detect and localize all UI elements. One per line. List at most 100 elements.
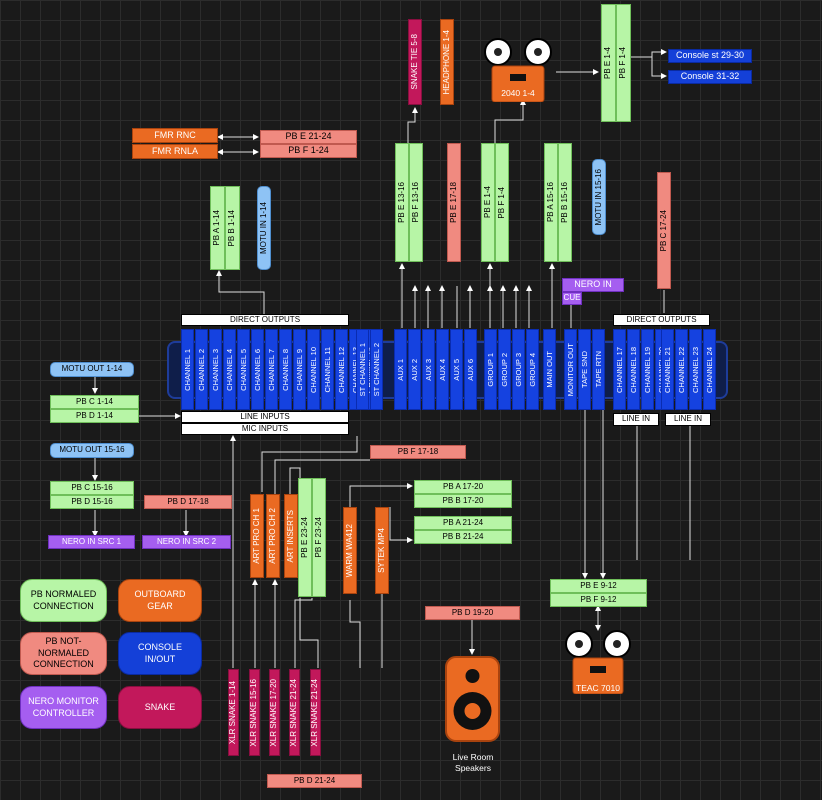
st-channel-strip: ST CHANNEL 1 ST CHANNEL 2 [356,329,383,410]
console-group-label: GROUP 4 [528,352,537,387]
pb-e-17-18: PB E 17-18 [447,143,461,262]
console-channel-b1-1: CHANNEL 17 [613,329,626,410]
console-monitor-tape-1: MONITOR OUT [564,329,577,410]
pb-e-9-12: PB E 9-12 [550,579,647,593]
legend-pb-not-normaled: PB NOT-NORMALED CONNECTION [20,632,107,675]
console-st-channel-1: ST CHANNEL 1 [356,329,369,410]
console-group-4: GROUP 4 [526,329,539,410]
console-channel-label: CHANNEL 5 [239,348,248,391]
pb-f-1-4-mid: PB F 1-4 [495,143,509,262]
console-channel-b2-3: CHANNEL 23 [689,329,702,410]
tape-2040-label: 2040 1-4 [501,88,535,98]
console-channel-label: CHANNEL 2 [197,348,206,391]
live-room-speakers-label: Live Room Speakers [452,752,494,774]
art-pro-ch-2: ART PRO CH 2 [266,494,280,578]
fmr-rnc: FMR RNC [132,128,218,143]
console-main-out-label: MAIN OUT [545,351,554,388]
console-aux-label: AUX 6 [466,358,475,381]
pb-f-23-24: PB F 23-24 [312,478,326,597]
pb-e-21-24: PB E 21-24 [260,130,357,144]
pb-a-17-20: PB A 17-20 [414,480,512,494]
legend-nero-monitor: NERO MONITOR CONTROLLER [20,686,107,729]
console-st-channel-label: ST CHANNEL 2 [372,342,381,397]
nero-in-src-2: NERO IN SRC 2 [142,535,231,549]
pb-b-1-14: PB B 1-14 [225,186,240,270]
console-channel-label: CHANNEL 12 [337,346,346,393]
console-aux-label: AUX 5 [452,358,461,381]
console-channel-4: CHANNEL 4 [223,329,236,410]
console-channel-5: CHANNEL 5 [237,329,250,410]
pb-d-15-16: PB D 15-16 [50,495,134,509]
pb-e-1-4-mid: PB E 1-4 [481,143,495,262]
console-st-29-30: Console st 29-30 [668,49,752,63]
console-aux-3: AUX 3 [422,329,435,410]
console-group-1: GROUP 1 [484,329,497,410]
nero-in-src-1: NERO IN SRC 1 [48,535,135,549]
speaker-icon [445,656,500,742]
console-group-3: GROUP 3 [512,329,525,410]
console-aux-label: AUX 4 [438,358,447,381]
xlr-snake-21-24-b: XLR SNAKE 21-24 [310,669,321,756]
console-monitor-tape-label: MONITOR OUT [566,342,575,397]
line-inputs-label: LINE INPUTS [181,411,349,423]
cue: CUE [562,292,582,305]
console-aux-4: AUX 4 [436,329,449,410]
console-channel-b1-label: CHANNEL 17 [615,346,624,393]
pb-c-15-16: PB C 15-16 [50,481,134,495]
direct-outputs-left-label: DIRECT OUTPUTS [181,314,349,326]
console-channel-label: CHANNEL 3 [211,348,220,391]
console-group-label: GROUP 2 [500,352,509,387]
console-channel-12: CHANNEL 12 [335,329,348,410]
console-channel-b1-2: CHANNEL 18 [627,329,640,410]
line-in-label-1: LINE IN [613,413,659,426]
main-out-strip: MAIN OUT [543,329,556,410]
pb-e-1-4-top: PB E 1-4 [601,4,616,122]
snake-tie-5-8: SNAKE TIE 5-8 [408,19,422,105]
console-st-channel-2: ST CHANNEL 2 [370,329,383,410]
art-pro-ch-1: ART PRO CH 1 [250,494,264,578]
pb-b-21-24: PB B 21-24 [414,530,512,544]
motu-in-15-16: MOTU IN 15-16 [592,159,606,235]
legend-outboard-gear: OUTBOARD GEAR [118,579,202,622]
console-channel-8: CHANNEL 8 [279,329,292,410]
legend-pb-normaled: PB NORMALED CONNECTION [20,579,107,622]
pb-b-15-16: PB B 15-16 [558,143,572,262]
xlr-snake-21-24-a: XLR SNAKE 21-24 [289,669,300,756]
console-st-channel-label: ST CHANNEL 1 [358,342,367,397]
console-group-label: GROUP 1 [486,352,495,387]
headphone-1-4: HEADPHONE 1-4 [440,19,454,105]
console-channel-10: CHANNEL 10 [307,329,320,410]
motu-in-1-14: MOTU IN 1-14 [257,186,271,270]
console-monitor-tape-2: TAPE SND [578,329,591,410]
motu-out-1-14: MOTU OUT 1-14 [50,362,134,377]
legend-snake: SNAKE [118,686,202,729]
console-channel-b1-label: CHANNEL 18 [629,346,638,393]
console-aux-5: AUX 5 [450,329,463,410]
pb-d-21-24: PB D 21-24 [267,774,362,788]
nero-in: NERO IN [562,278,624,292]
console-monitor-tape-label: TAPE SND [580,351,589,388]
console-channel-3: CHANNEL 3 [209,329,222,410]
xlr-snake-17-20: XLR SNAKE 17-20 [269,669,280,756]
console-channel-b2-label: CHANNEL 21 [663,346,672,393]
console-channel-b2-2: CHANNEL 22 [675,329,688,410]
console-channel-b2-label: CHANNEL 24 [705,346,714,393]
teac-label: TEAC 7010 [576,683,620,693]
console-aux-1: AUX 1 [394,329,407,410]
pb-f-1-24: PB F 1-24 [260,144,357,158]
console-31-32: Console 31-32 [668,70,752,84]
pb-f-17-18: PB F 17-18 [370,445,466,459]
sytek-mp4: SYTEK MP4 [375,507,389,594]
console-aux-label: AUX 1 [396,358,405,381]
console-channel-b2-label: CHANNEL 22 [677,346,686,393]
console-channel-label: CHANNEL 11 [323,346,332,393]
tape-machine-icon [478,38,557,103]
console-channel-11: CHANNEL 11 [321,329,334,410]
mic-inputs-label: MIC INPUTS [181,423,349,435]
